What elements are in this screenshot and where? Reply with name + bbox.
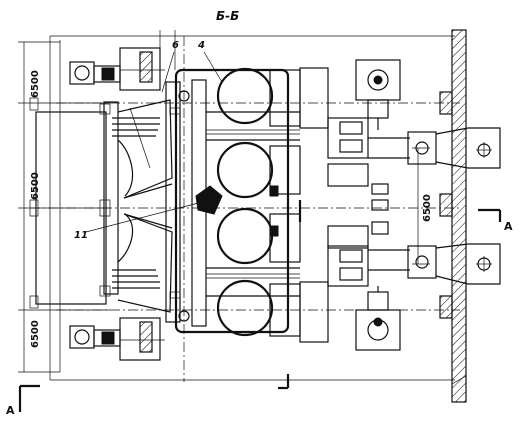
bottom-right-screwdown bbox=[355, 286, 401, 351]
rolls bbox=[195, 67, 329, 343]
dimension-left-top: 6500 bbox=[30, 70, 41, 98]
section-mark-bottom-left bbox=[18, 384, 40, 412]
section-label-right: А bbox=[504, 220, 513, 233]
right-dimension-line bbox=[412, 147, 430, 265]
bottom-left-motor bbox=[69, 317, 165, 361]
dimension-right: 6500 bbox=[422, 194, 433, 222]
callout-leaders bbox=[85, 51, 223, 233]
top-right-screwdown bbox=[355, 59, 401, 130]
section-mark-right bbox=[478, 208, 502, 222]
callout-4: 4 bbox=[197, 40, 205, 51]
section-title: Б-Б bbox=[216, 9, 239, 23]
frame-lines bbox=[49, 30, 455, 381]
dimension-left-bottom: 6500 bbox=[30, 320, 41, 348]
coil-bands bbox=[112, 117, 160, 289]
central-stand bbox=[165, 68, 300, 334]
left-housing bbox=[29, 97, 119, 309]
spindles bbox=[327, 117, 410, 287]
center-lines bbox=[30, 36, 460, 382]
funnel-lower bbox=[117, 213, 173, 313]
top-left-motor bbox=[69, 47, 165, 91]
callout-6: 6 bbox=[172, 40, 179, 51]
section-label-bottom-left: А bbox=[6, 404, 15, 417]
foundation-wall bbox=[439, 29, 467, 403]
callout-11: 11 bbox=[74, 230, 88, 241]
bottom-center-mark bbox=[278, 200, 302, 390]
funnel-upper bbox=[117, 99, 173, 199]
